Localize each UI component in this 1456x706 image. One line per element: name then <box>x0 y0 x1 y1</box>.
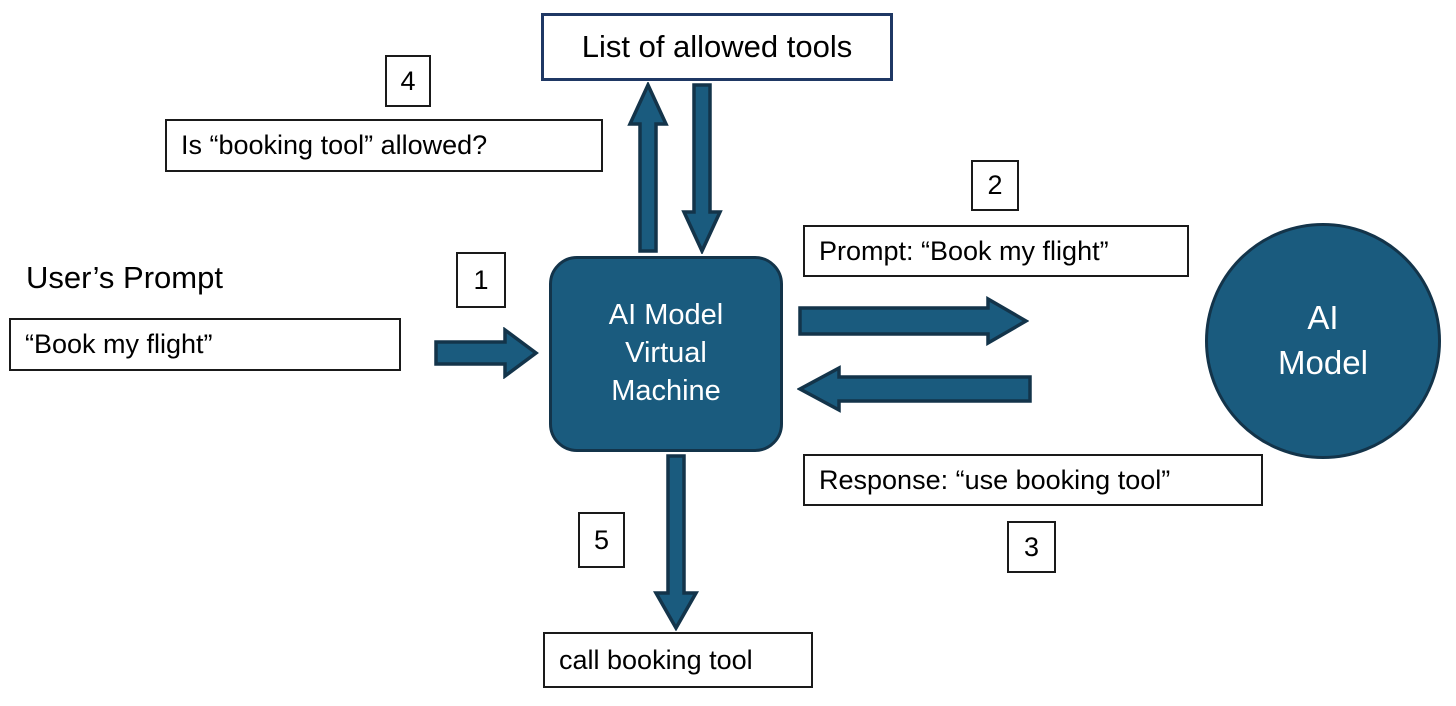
users-prompt-caption: User’s Prompt <box>26 256 346 300</box>
ai-model-line-2: Model <box>1278 344 1368 381</box>
vm-line-2: Virtual <box>625 337 707 370</box>
allowed-tools-box[interactable]: List of allowed tools <box>541 13 893 81</box>
step-number-3-label: 3 <box>1023 531 1040 562</box>
step-number-2: 2 <box>971 160 1019 211</box>
response-use-booking-tool-box[interactable]: Response: “use booking tool” <box>803 454 1263 506</box>
step-number-1: 1 <box>456 252 506 308</box>
ai-model-virtual-machine-node[interactable]: AI Model Virtual Machine <box>549 256 783 452</box>
step-number-5: 5 <box>578 512 625 568</box>
step-number-3: 3 <box>1007 521 1056 573</box>
arrow-vm-to-call-booking-tool <box>652 453 700 631</box>
step-number-2-label: 2 <box>987 170 1003 200</box>
book-my-flight-label: “Book my flight” <box>25 329 213 359</box>
prompt-book-my-flight-box[interactable]: Prompt: “Book my flight” <box>803 225 1189 277</box>
step-number-5-label: 5 <box>593 524 610 555</box>
vm-line-3: Machine <box>611 374 721 407</box>
call-booking-tool-box[interactable]: call booking tool <box>543 632 813 688</box>
is-booking-tool-allowed-label: Is “booking tool” allowed? <box>181 130 488 160</box>
arrow-ai-model-to-vm <box>797 365 1033 413</box>
is-booking-tool-allowed-box[interactable]: Is “booking tool” allowed? <box>165 119 603 172</box>
step-number-4-label: 4 <box>400 65 416 96</box>
vm-line-1: AI Model <box>608 299 724 332</box>
call-booking-tool-label: call booking tool <box>559 644 753 675</box>
arrow-user-prompt-to-vm <box>433 327 539 379</box>
step-number-4: 4 <box>385 55 431 107</box>
users-prompt-caption-label: User’s Prompt <box>26 260 223 295</box>
arrow-allowed-tools-to-vm <box>681 82 723 254</box>
ai-model-circle[interactable]: AI Model <box>1205 223 1441 459</box>
arrow-vm-to-allowed-tools <box>627 82 669 254</box>
response-use-booking-tool-label: Response: “use booking tool” <box>819 464 1171 495</box>
ai-model-line-1: AI <box>1307 299 1339 337</box>
step-number-1-label: 1 <box>473 264 489 295</box>
book-my-flight-box[interactable]: “Book my flight” <box>9 318 401 371</box>
allowed-tools-label: List of allowed tools <box>581 29 853 64</box>
arrow-vm-to-ai-model <box>797 296 1029 346</box>
prompt-book-my-flight-label: Prompt: “Book my flight” <box>819 235 1109 266</box>
